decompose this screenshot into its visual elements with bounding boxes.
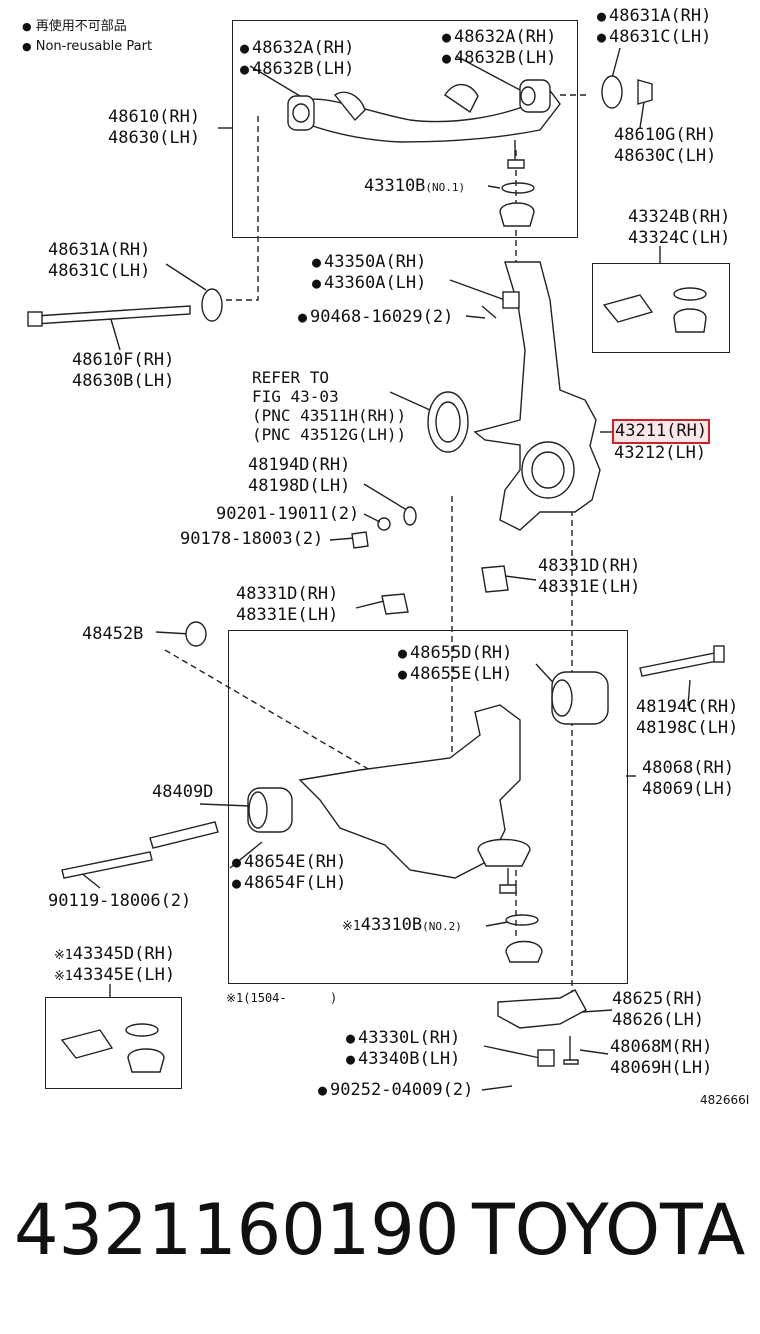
label-48610g-rh: 48610G(RH) bbox=[614, 125, 717, 145]
legend-english: ● Non-reusable Part bbox=[22, 39, 153, 54]
label-48068m-rh: 48068M(RH) bbox=[610, 1037, 713, 1057]
label-90119-18006: 90119-18006(2) bbox=[48, 891, 192, 911]
label-48630-lh: 48630(LH) bbox=[108, 128, 201, 148]
label-48632a-rh-2: 48632A(RH) bbox=[442, 27, 556, 48]
label-48655e-lh: 48655E(LH) bbox=[398, 664, 512, 685]
label-43350a-rh: 43350A(RH) bbox=[312, 252, 426, 273]
label-48626-lh: 48626(LH) bbox=[612, 1010, 705, 1030]
label-43330l-rh: 43330L(RH) bbox=[346, 1028, 460, 1049]
label-48610-rh: 48610(RH) bbox=[108, 107, 201, 127]
label-48194c-rh: 48194C(RH) bbox=[636, 697, 739, 717]
label-43212-lh: 43212(LH) bbox=[614, 443, 707, 463]
brand-name: TOYOTA bbox=[472, 1189, 746, 1271]
label-48452b: 48452B bbox=[82, 624, 144, 644]
lower-arm-group-frame bbox=[228, 630, 628, 984]
label-48631c-lh: 48631C(LH) bbox=[48, 261, 151, 281]
label-48194d-rh: 48194D(RH) bbox=[248, 455, 351, 475]
label-48631c-lh-top: 48631C(LH) bbox=[597, 27, 711, 48]
label-refer-4: (PNC 43512G(LH)) bbox=[252, 425, 407, 444]
boot-kit2-frame bbox=[45, 997, 182, 1089]
label-48632b-lh-2: 48632B(LH) bbox=[442, 48, 556, 69]
boot-kit-frame bbox=[592, 263, 730, 353]
part-number: 4321160190 bbox=[14, 1189, 460, 1271]
label-90178-18003: 90178-18003(2) bbox=[180, 529, 324, 549]
label-48631a-rh-top: 48631A(RH) bbox=[597, 6, 711, 27]
label-48655d-rh: 48655D(RH) bbox=[398, 643, 512, 664]
label-43310b-upper: 43310B(NO.1) bbox=[364, 176, 466, 196]
label-43345e-lh: ※143345E(LH) bbox=[54, 965, 176, 985]
label-48069-lh: 48069(LH) bbox=[642, 779, 735, 799]
label-48331e-lh-left: 48331E(LH) bbox=[236, 605, 339, 625]
label-48069h-lh: 48069H(LH) bbox=[610, 1058, 713, 1078]
label-refer-3: (PNC 43511H(RH)) bbox=[252, 406, 407, 425]
label-43345d-rh: ※143345D(RH) bbox=[54, 944, 176, 964]
figure-id: 482666I bbox=[700, 1093, 750, 1107]
label-43211-rh-highlighted[interactable]: 43211(RH) bbox=[611, 419, 711, 444]
label-date-note: ※1(1504- ) bbox=[226, 991, 338, 1005]
label-48068-rh: 48068(RH) bbox=[642, 758, 735, 778]
label-48409d: 48409D bbox=[152, 782, 214, 802]
label-refer-1: REFER TO bbox=[252, 368, 330, 387]
label-48630b-lh: 48630B(LH) bbox=[72, 371, 175, 391]
label-48632b-lh: 48632B(LH) bbox=[240, 59, 354, 80]
label-48631a-rh: 48631A(RH) bbox=[48, 240, 151, 260]
label-48198d-lh: 48198D(LH) bbox=[248, 476, 351, 496]
label-48654f-lh: 48654F(LH) bbox=[232, 873, 346, 894]
label-43324c-lh: 43324C(LH) bbox=[628, 228, 731, 248]
label-48331d-rh-right: 48331D(RH) bbox=[538, 556, 641, 576]
label-43310b-lower: ※143310B(NO.2) bbox=[342, 915, 462, 935]
label-48331d-rh-left: 48331D(RH) bbox=[236, 584, 339, 604]
label-48625-rh: 48625(RH) bbox=[612, 989, 705, 1009]
label-48632a-rh: 48632A(RH) bbox=[240, 38, 354, 59]
upper-arm-group-frame bbox=[232, 20, 578, 238]
label-48331e-lh-right: 48331E(LH) bbox=[538, 577, 641, 597]
label-43324b-rh: 43324B(RH) bbox=[628, 207, 731, 227]
label-90468-16029: 90468-16029(2) bbox=[298, 307, 453, 328]
label-48610f-rh: 48610F(RH) bbox=[72, 350, 175, 370]
label-refer-2: FIG 43-03 bbox=[252, 387, 339, 406]
legend-japanese: ● 再使用不可部品 bbox=[22, 19, 127, 34]
label-43360a-lh: 43360A(LH) bbox=[312, 273, 426, 294]
label-90252-04009: 90252-04009(2) bbox=[318, 1080, 473, 1101]
label-43340b-lh: 43340B(LH) bbox=[346, 1049, 460, 1070]
label-48630c-lh: 48630C(LH) bbox=[614, 146, 717, 166]
label-48654e-rh: 48654E(RH) bbox=[232, 852, 346, 873]
label-90201-19011: 90201-19011(2) bbox=[216, 504, 360, 524]
label-48198c-lh: 48198C(LH) bbox=[636, 718, 739, 738]
